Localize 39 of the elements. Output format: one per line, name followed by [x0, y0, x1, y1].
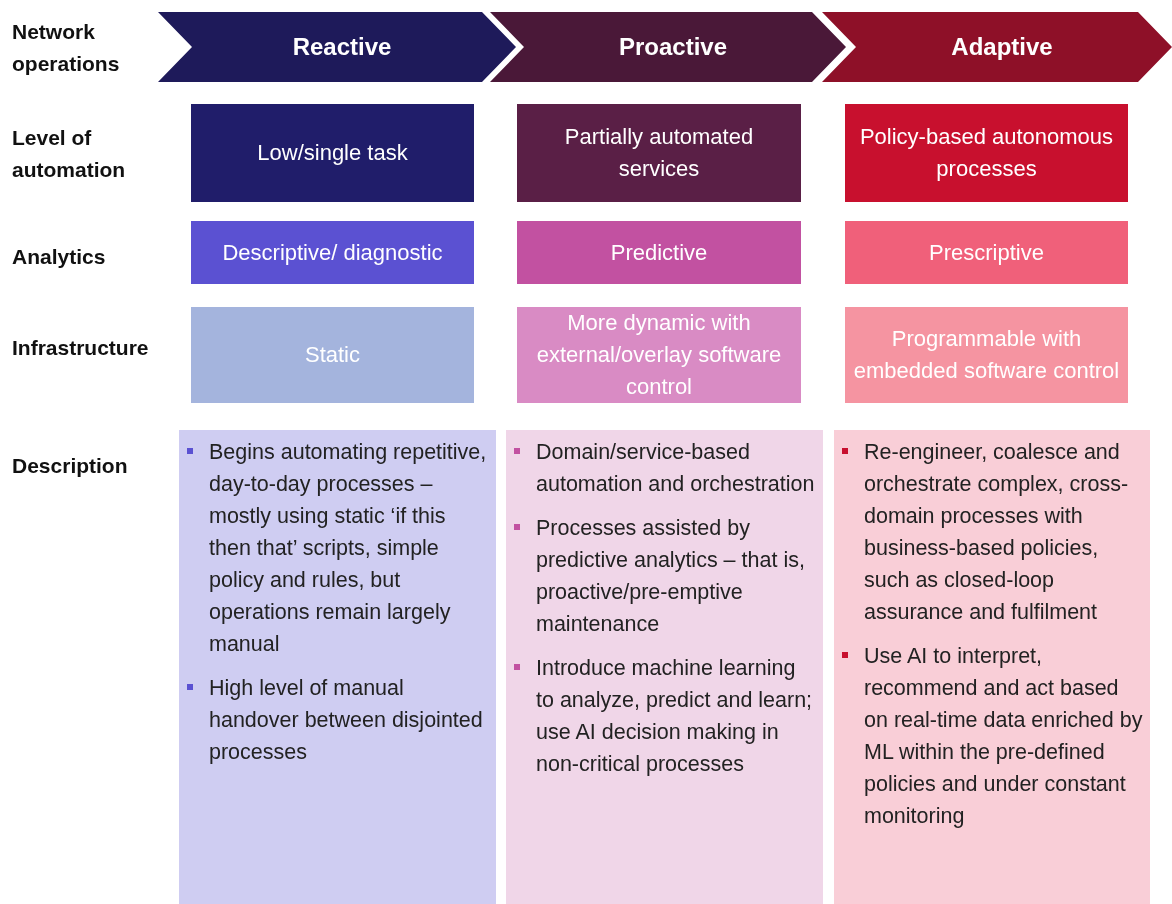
category-box: [517, 221, 801, 284]
category-box: [191, 104, 474, 202]
node-label: Programmable with embedded software control: [853, 325, 1120, 385]
node-label: Prescriptive: [929, 238, 1044, 267]
node-label: Proactive: [618, 32, 728, 62]
node-label: Low/single task: [257, 139, 408, 167]
node-label: Partially automated services: [563, 123, 755, 183]
bullet-text: Domain/service-based automation and orchestration: [536, 436, 817, 500]
row-header: Infrastructure: [12, 335, 150, 361]
chevron-banner: [490, 12, 846, 82]
description-panel: [506, 430, 823, 904]
category-box: [845, 307, 1128, 403]
category-box: [191, 221, 474, 284]
description-panel: [834, 430, 1150, 904]
node-label: Adaptive: [951, 32, 1053, 62]
description-panel: [179, 430, 496, 904]
node-label: Descriptive/ diagnostic: [222, 238, 443, 267]
row-header: Analytics: [12, 244, 107, 270]
category-box: [845, 221, 1128, 284]
bullet-text: High level of manual handover between disjointed processes: [209, 672, 490, 768]
row-header: Description: [12, 453, 129, 479]
row-header: Network operations: [12, 19, 121, 77]
node-label: Predictive: [610, 238, 708, 267]
node-label: Policy-based autonomous processes: [858, 123, 1115, 183]
chevron-banner: [822, 12, 1172, 82]
row-header: Level of automation: [12, 125, 127, 183]
category-box: [191, 307, 474, 403]
category-box: [517, 307, 801, 403]
bullet-text: Use AI to interpret, recommend and act based on real-time data enriched by ML within the pre-defined policies and under constant monitoring: [864, 640, 1144, 832]
node-label: More dynamic with external/overlay software control: [535, 309, 783, 401]
bullet-text: Re-engineer, coalesce and orchestrate complex, cross-domain processes with business-based policies, such as closed-loop assurance and fulfilment: [864, 436, 1144, 628]
chevron-banner: [158, 12, 516, 82]
bullet-text: Processes assisted by predictive analytics – that is, proactive/pre-emptive maintenance: [536, 512, 817, 640]
category-box: [845, 104, 1128, 202]
category-box: [517, 104, 801, 202]
bullet-text: Introduce machine learning to analyze, predict and learn; use AI decision making in non-critical processes: [536, 652, 817, 780]
node-label: Reactive: [292, 32, 392, 62]
bullet-text: Begins automating repetitive, day-to-day processes – mostly using static ‘if this then that’ scripts, simple policy and rules, but operations remain largely manual: [209, 436, 490, 660]
node-label: Static: [305, 341, 360, 369]
